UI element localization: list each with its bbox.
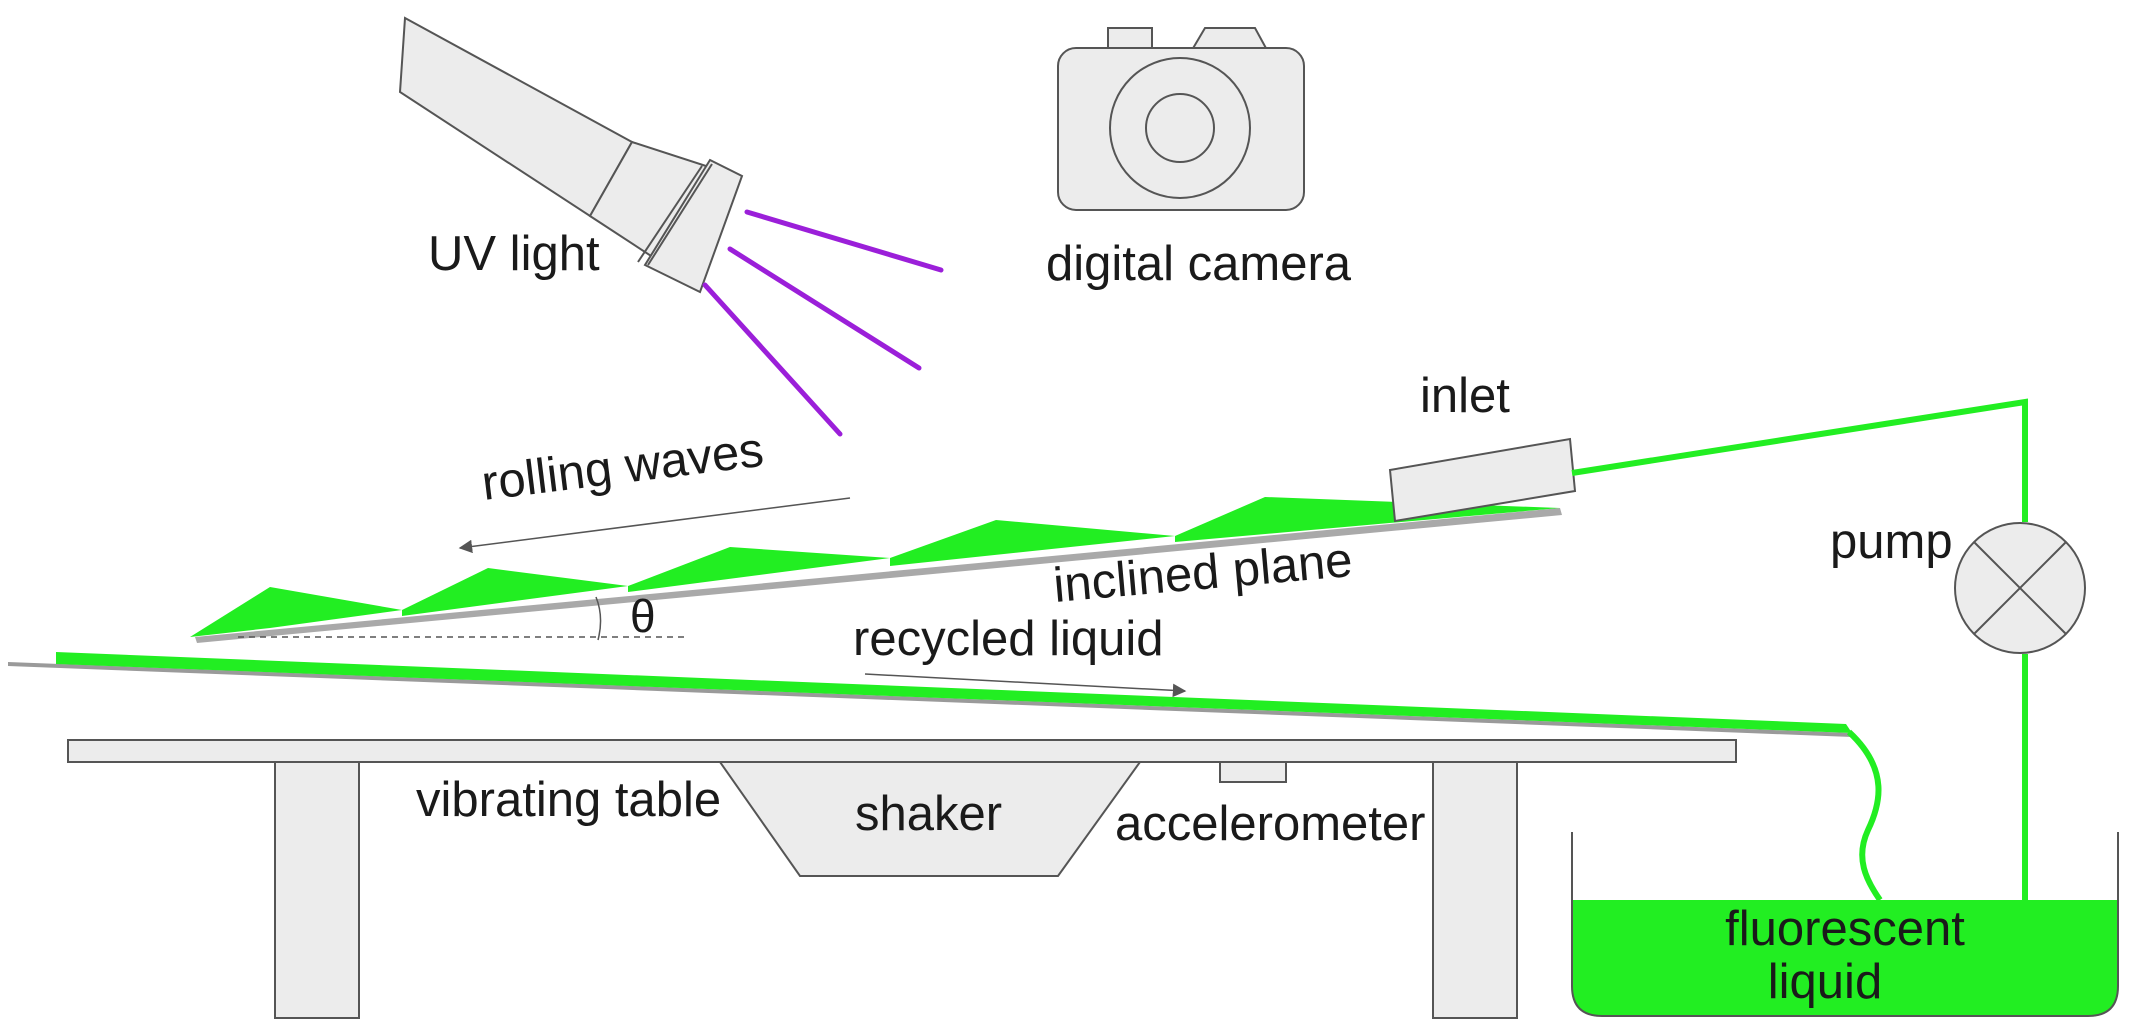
table-leg — [1432, 761, 1518, 1019]
inclined-plane-surface — [195, 508, 1562, 643]
rolling-wave — [628, 547, 890, 592]
fluorescent-liquid-label-line2: liquid — [1768, 955, 1882, 1009]
rolling-waves-label: rolling waves — [479, 423, 767, 511]
pump-label: pump — [1830, 515, 1953, 569]
rolling-wave — [190, 587, 402, 637]
vibrating-table — [67, 739, 1737, 1019]
inclined-plane-label: inclined plane — [1051, 533, 1354, 613]
rolling-wave — [402, 568, 628, 616]
pump-icon — [1954, 522, 2086, 654]
digital-camera-label: digital camera — [1046, 237, 1352, 291]
inlet — [1388, 437, 1577, 523]
uv-rays — [702, 209, 944, 437]
recycled-liquid-arrow — [864, 673, 1187, 698]
table-leg — [274, 761, 360, 1019]
accelerometer-label: accelerometer — [1115, 797, 1425, 851]
shaker — [718, 761, 1142, 877]
uv-light-label: UV light — [428, 227, 600, 281]
flow-arrows — [458, 497, 1187, 698]
accelerometer — [1219, 761, 1287, 783]
rolling-waves-arrow — [458, 497, 851, 554]
tank-outline — [1571, 832, 2119, 1017]
uv-ray — [744, 209, 944, 273]
uv-ray — [702, 282, 843, 437]
shaker-label: shaker — [855, 787, 1002, 841]
inclined-plane — [195, 508, 1562, 643]
angle-theta: θ — [238, 590, 685, 642]
recycled-liquid-channel — [8, 652, 1883, 902]
angle-arc — [595, 596, 602, 641]
theta-symbol: θ — [630, 590, 656, 642]
drain-tube — [1846, 729, 1883, 902]
recycled-liquid-label: recycled liquid — [853, 612, 1164, 666]
uv-light-icon — [398, 16, 744, 294]
uv-ray — [727, 246, 922, 371]
table-top — [67, 739, 1737, 763]
fluorescent-liquid-tank — [1571, 832, 2119, 1017]
tank-liquid — [1572, 900, 2118, 1016]
pump-pipe — [1571, 398, 2028, 900]
rolling-wave — [890, 520, 1175, 566]
digital-camera-icon — [1057, 27, 1305, 211]
recycled-liquid-film — [56, 652, 1852, 733]
vibrating-table-label: vibrating table — [416, 773, 721, 827]
fluorescent-liquid-label-line1: fluorescent — [1725, 902, 1965, 956]
lower-channel-plate — [8, 662, 1852, 737]
inlet-label: inlet — [1420, 369, 1510, 423]
